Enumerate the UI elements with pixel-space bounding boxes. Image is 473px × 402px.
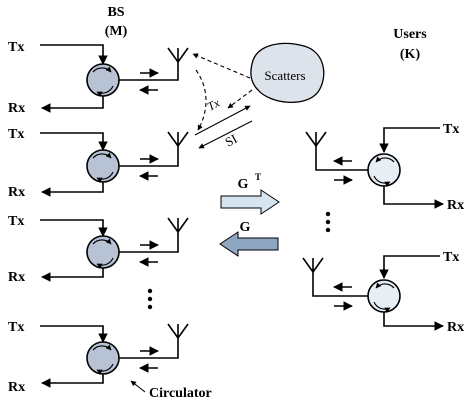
user1-rx-label: Rx	[447, 198, 464, 213]
scatters-shape	[250, 42, 325, 104]
users-count: (K)	[400, 47, 421, 62]
bs-ellipsis	[147, 288, 153, 310]
bs2-circulator-icon	[86, 149, 120, 183]
user-ellipsis	[325, 211, 331, 233]
bs4-antenna-icon	[167, 323, 189, 340]
tx-path-label: Tx	[205, 95, 223, 113]
bs-chain-2: Tx Rx	[8, 127, 189, 200]
scatter-reflection-path	[227, 89, 253, 109]
users-title: Users	[393, 27, 427, 42]
circulator-pointer	[130, 380, 146, 393]
scatter-to-ant1-path	[192, 53, 251, 79]
bs-chain-3: Tx Rx	[8, 214, 189, 285]
bs2-tx-label: Tx	[8, 127, 24, 142]
bs2-antenna-icon	[167, 131, 189, 148]
circulator-label: Circulator	[149, 386, 212, 401]
user1-tx-label: Tx	[443, 122, 459, 137]
user-chain-1: Tx Rx	[305, 122, 464, 213]
bs4-tx-label: Tx	[8, 320, 24, 335]
scatters-label: Scatters	[264, 68, 305, 83]
bs2-rx-label: Rx	[8, 185, 25, 200]
user-chain-2: Tx Rx	[302, 250, 464, 335]
uplink-channel-arrow: G	[219, 220, 279, 257]
bs-title: BS	[107, 5, 124, 20]
bs3-tx-label: Tx	[8, 214, 24, 229]
bs-chain-4: Tx Rx	[8, 320, 189, 395]
bs3-circulator-icon	[86, 235, 120, 269]
bs1-circulator-icon	[86, 63, 120, 97]
user1-circulator-icon	[367, 153, 401, 187]
bs4-circulator-icon	[86, 341, 120, 375]
bs-count: (M)	[105, 24, 128, 39]
bs1-tx-label: Tx	[8, 40, 24, 55]
ant1-to-ant2-coupling	[195, 69, 207, 131]
bs3-antenna-icon	[167, 217, 189, 234]
bs1-antenna-icon	[167, 47, 189, 64]
user1-antenna-icon	[305, 131, 327, 148]
bs3-rx-label: Rx	[8, 270, 25, 285]
user2-circulator-icon	[367, 279, 401, 313]
bs-chain-1: Tx Rx	[8, 40, 189, 116]
gt-superscript: T	[255, 172, 261, 182]
tx-path-arrow	[194, 105, 251, 136]
gt-label: G	[238, 177, 249, 192]
downlink-channel-arrow: G T	[220, 172, 280, 215]
bs4-rx-label: Rx	[8, 380, 25, 395]
si-path-label: SI	[222, 131, 239, 150]
si-path-arrow	[198, 120, 253, 149]
bs1-rx-label: Rx	[8, 101, 25, 116]
user2-tx-label: Tx	[443, 250, 459, 265]
user2-antenna-icon	[302, 257, 324, 274]
g-label: G	[240, 220, 251, 235]
user2-rx-label: Rx	[447, 320, 464, 335]
